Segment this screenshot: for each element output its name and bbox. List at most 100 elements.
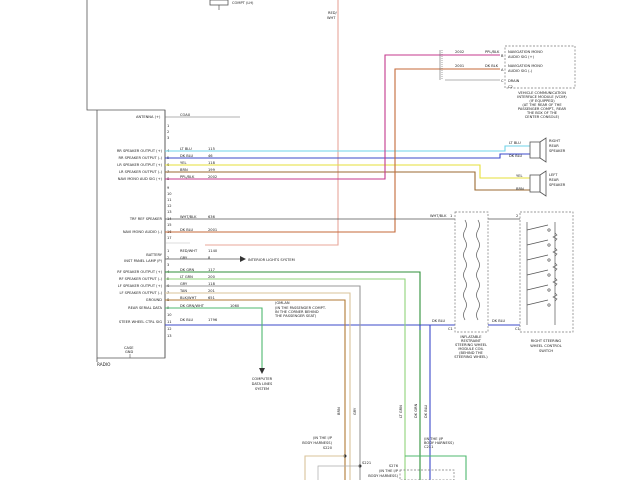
radio-pin-b8-label: GROUND [146, 298, 162, 302]
radio-pin-b6-label: LF SPEAKER OUTPUT (+) [118, 284, 163, 288]
coil-pin-bottom: C1 [448, 327, 453, 331]
radio-outline: RADIO CASE GND [86, 0, 166, 367]
wire-b7-color: TAN [179, 289, 187, 293]
rr-speaker-name-3: SPEAKER [549, 149, 566, 153]
splice-left-line-1: (IN THE I/P [313, 436, 333, 440]
nav-pin-b-label2: AUDIO SIG (-) [508, 69, 533, 73]
radio-pin-2-num: 2 [167, 130, 169, 134]
rr-speaker-wire-top: LT BLU [509, 141, 521, 145]
lr-speaker-name-3: SPEAKER [549, 183, 566, 187]
splice-left-line-3: S220 [323, 446, 333, 450]
splice-right-line-2: BODY HARNESS) [424, 441, 454, 445]
splice-mid-label: S221 [362, 461, 371, 465]
gateway-annotation: (GMLAN (IN THE PASSENGER COMPT. IN THE C… [274, 301, 326, 318]
computer-data-lines: COMPUTER DATA LINES SYSTEM [252, 377, 273, 391]
wire-5-color: DK BLU [180, 154, 194, 158]
nav-connector-id: C2 [508, 85, 513, 89]
nav-wire-b-circuit: 2001 [455, 64, 464, 68]
wire-b2-color: GRY [180, 256, 188, 260]
wire-b2-circuit: 8 [208, 256, 211, 260]
nav-wire-a-circuit: 2002 [455, 50, 464, 54]
radio-pin-6-label: LR SPEAKER OUTPUT (+) [117, 163, 162, 167]
radio-pin-10-num: 10 [167, 192, 172, 196]
radio-pin-9-num: 9 [167, 186, 170, 190]
lr-speaker-wire-top: YEL [516, 174, 522, 178]
lr-speaker-wire-bottom: BRN [516, 187, 524, 191]
wire-6-circuit: 118 [208, 161, 216, 165]
switch-pin-top: 2 [516, 214, 518, 218]
nav-name-1: VEHICLE COMMUNICATION [518, 91, 566, 95]
radio-pin-1-num: 1 [167, 124, 169, 128]
computer-line-2: DATA LINES [252, 382, 273, 386]
radio-pin-8-label: NAVI MONO AUD SIG (+) [118, 177, 163, 181]
nav-pin-b-num: A [501, 68, 504, 72]
radio-pin-5-label: RR SPEAKER OUTPUT (-) [119, 156, 163, 160]
radio-pin-b12-num: 12 [167, 327, 172, 331]
radio-pins: 1 2 3 RR SPEAKER OUTPUT (+) 4 RR SPEAKER… [117, 124, 190, 338]
wire-8-color: PPL/BLK [180, 175, 195, 179]
nav-name-2: INTERFACE MODULE (VCIM) [517, 95, 567, 99]
nav-audio-wires: 2002 PPL/BLK 2001 DK BLK [165, 50, 500, 233]
nav-name-5: PASSENGER COMPT., REAR [518, 107, 567, 111]
wire-5-circuit: 46 [208, 154, 213, 158]
wire-4-circuit: 115 [208, 147, 215, 151]
radio-pin-b5-label: RF SPEAKER OUTPUT (-) [119, 277, 163, 281]
nav-pin-c-label: DRAIN [508, 79, 520, 83]
coil-wire-in: WHT/BLK [430, 214, 447, 218]
coil-name-1: INFLATABLE [460, 335, 482, 339]
bottom-harness: BRN GRY LT GRN DK GRN DK BLU (IN THE I/P… [302, 325, 467, 480]
lr-speaker-name-1: LEFT [549, 173, 558, 177]
wire-4-color: LT BLU [180, 147, 192, 151]
wire-b11-color: DK BLU [180, 318, 194, 322]
computer-line-1: COMPUTER [252, 377, 273, 381]
bottom-wire-dkblu: DK BLU [424, 404, 428, 418]
splice-right-line-3: C211 [424, 445, 433, 449]
wire-b1-circuit: 1140 [208, 249, 218, 253]
nav-wire-b-color: DK BLK [485, 64, 499, 68]
power-feed-label-1: RED/ [328, 11, 338, 15]
wire-b4-circuit: 117 [208, 268, 215, 272]
right-rear-speaker: LT BLU DK BLU RIGHT REAR SPEAKER [509, 137, 566, 163]
radio-pin-b1-label: BATTERY [146, 253, 163, 257]
nav-pin-a-num: B [501, 54, 504, 58]
coil-name-2: RESTRAINT [461, 339, 482, 343]
antenna-pin-label: ANTENNA (+) [136, 115, 161, 119]
splice-left-line-2: BODY HARNESS) [302, 441, 332, 445]
inflatable-coil: INFLATABLE RESTRAINT STEERING WHEEL MODU… [454, 211, 489, 359]
radio-pin-b11-num: 11 [167, 320, 172, 324]
radio-pin-12-num: 12 [167, 204, 172, 208]
wire-b9-color: DK GRN/WHT [180, 304, 205, 308]
rr-speaker-name-2: REAR [549, 144, 559, 148]
top-connector-label: COMPT (LH) [232, 1, 254, 5]
interior-lights-label: INTERIOR LIGHTS SYSTEM [248, 258, 295, 262]
radio-pin-15-num: 15 [167, 223, 172, 227]
wire-b5-circuit: 200 [208, 275, 216, 279]
coil-name-5: (BEHIND THE [459, 351, 483, 355]
coil-pin-top: 1 [450, 214, 452, 218]
wire-b1-color: RED/WHT [180, 249, 198, 253]
bottom-wire-ltgrn: LT GRN [399, 405, 403, 418]
wire-b6-circuit: 118 [208, 282, 216, 286]
gateway-line-2: (IN THE PASSENGER COMPT. [275, 306, 326, 310]
wire-b6-color: GRY [180, 282, 188, 286]
radio-pin-b11-label: STEER WHEEL CTRL SIG [119, 320, 162, 324]
radio-name: RADIO [97, 362, 111, 367]
wire-14-color: WHT/BLK [180, 215, 197, 219]
wire-b11-circuit: 1796 [208, 318, 218, 322]
radio-pin-b3-num: 3 [167, 263, 169, 267]
radio-case-label-2: GND [125, 350, 133, 354]
radio-pin-b4-label: RF SPEAKER OUTPUT (+) [117, 270, 162, 274]
radio-pin-b9-label: REAR SERIAL DATA [128, 306, 162, 310]
antenna-wire-label: COAX [180, 113, 191, 117]
rr-speaker-name-1: RIGHT [549, 139, 561, 143]
rear-speaker-wires [165, 145, 530, 191]
wire-14-circuit: 636 [208, 215, 216, 219]
bottom-wire-brn: BRN [337, 407, 341, 415]
rr-speaker-wire-bottom: DK BLU [509, 154, 523, 158]
wire-b4-color: DK GRN [180, 268, 195, 272]
nav-name-7: CENTER CONSOLE) [525, 115, 560, 119]
radio-pin-4-label: RR SPEAKER OUTPUT (+) [117, 149, 163, 153]
power-feed: RED/ WHT [205, 0, 339, 246]
gateway-line-1: (GMLAN [275, 301, 290, 305]
coil-name-3: STEERING WHEEL [455, 343, 487, 347]
